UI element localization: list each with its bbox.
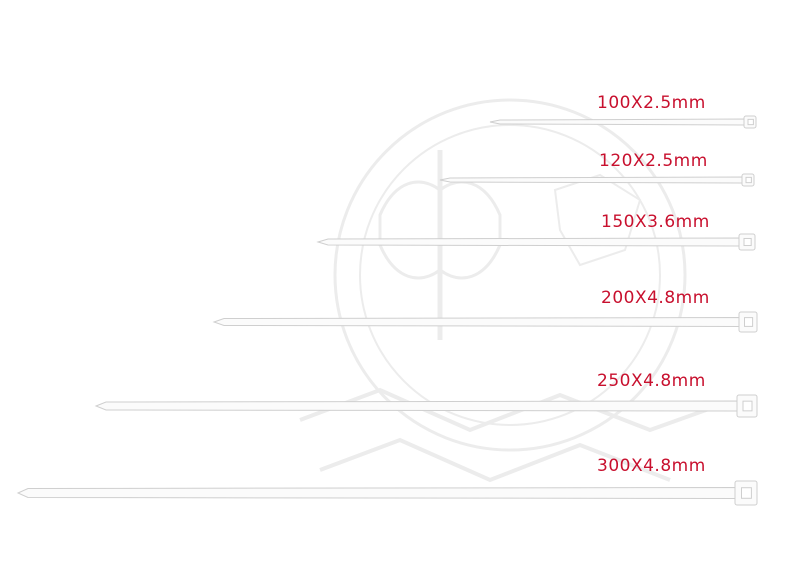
size-label-300x4.8: 300X4.8mm <box>597 456 706 476</box>
size-label-250x4.8: 250X4.8mm <box>597 371 706 391</box>
cable-tie-5 <box>16 480 758 506</box>
cable-tie-4 <box>94 394 758 418</box>
cable-tie-0 <box>489 115 757 129</box>
size-label-100x2.5: 100X2.5mm <box>597 93 706 113</box>
cable-tie-3 <box>212 311 758 333</box>
cable-tie-2 <box>316 233 756 251</box>
size-label-200x4.8: 200X4.8mm <box>601 288 710 308</box>
size-label-120x2.5: 120X2.5mm <box>599 151 708 171</box>
cable-tie-1 <box>439 173 755 187</box>
size-label-150x3.6: 150X3.6mm <box>601 212 710 232</box>
